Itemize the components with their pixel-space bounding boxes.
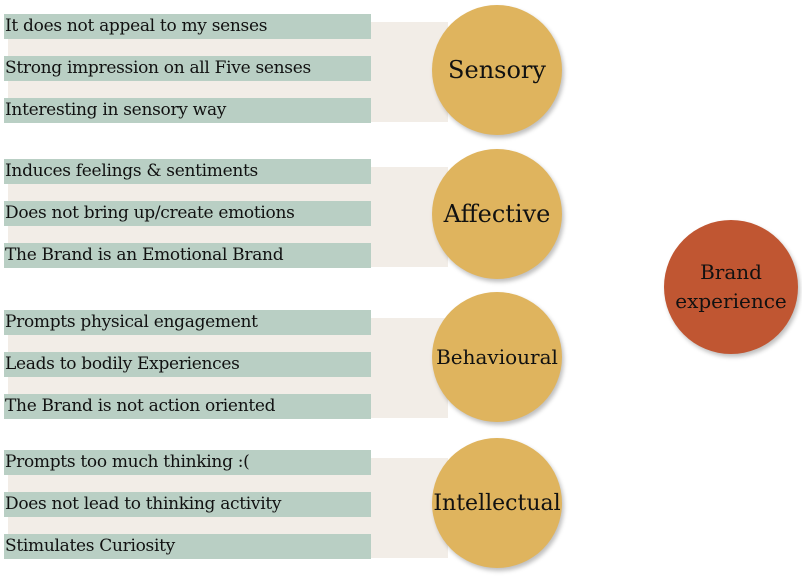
category-label: Intellectual (433, 490, 561, 516)
category-node-intellectual: Intellectual (432, 438, 562, 568)
brand-label-line2: experience (675, 289, 787, 313)
brand-experience-node: Brand experience (664, 220, 798, 354)
item-bar: Strong impression on all Five senses (4, 56, 371, 81)
item-bar: The Brand is an Emotional Brand (4, 243, 371, 268)
item-bar: The Brand is not action oriented (4, 394, 371, 419)
item-bar: Stimulates Curiosity (4, 534, 371, 559)
category-node-behavioural: Behavioural (432, 292, 562, 422)
category-node-sensory: Sensory (432, 5, 562, 135)
item-bar: Prompts physical engagement (4, 310, 371, 335)
category-label: Behavioural (436, 345, 558, 369)
item-bar: It does not appeal to my senses (4, 14, 371, 39)
item-bar: Prompts too much thinking :( (4, 450, 371, 475)
item-bar: Leads to bodily Experiences (4, 352, 371, 377)
item-bar: Interesting in sensory way (4, 98, 371, 123)
item-bar: Does not lead to thinking activity (4, 492, 371, 517)
brand-label-line1: Brand (700, 260, 762, 284)
item-bar: Induces feelings & sentiments (4, 159, 371, 184)
category-label: Affective (443, 200, 551, 228)
category-label: Sensory (448, 56, 546, 84)
item-bar: Does not bring up/create emotions (4, 201, 371, 226)
category-node-affective: Affective (432, 149, 562, 279)
